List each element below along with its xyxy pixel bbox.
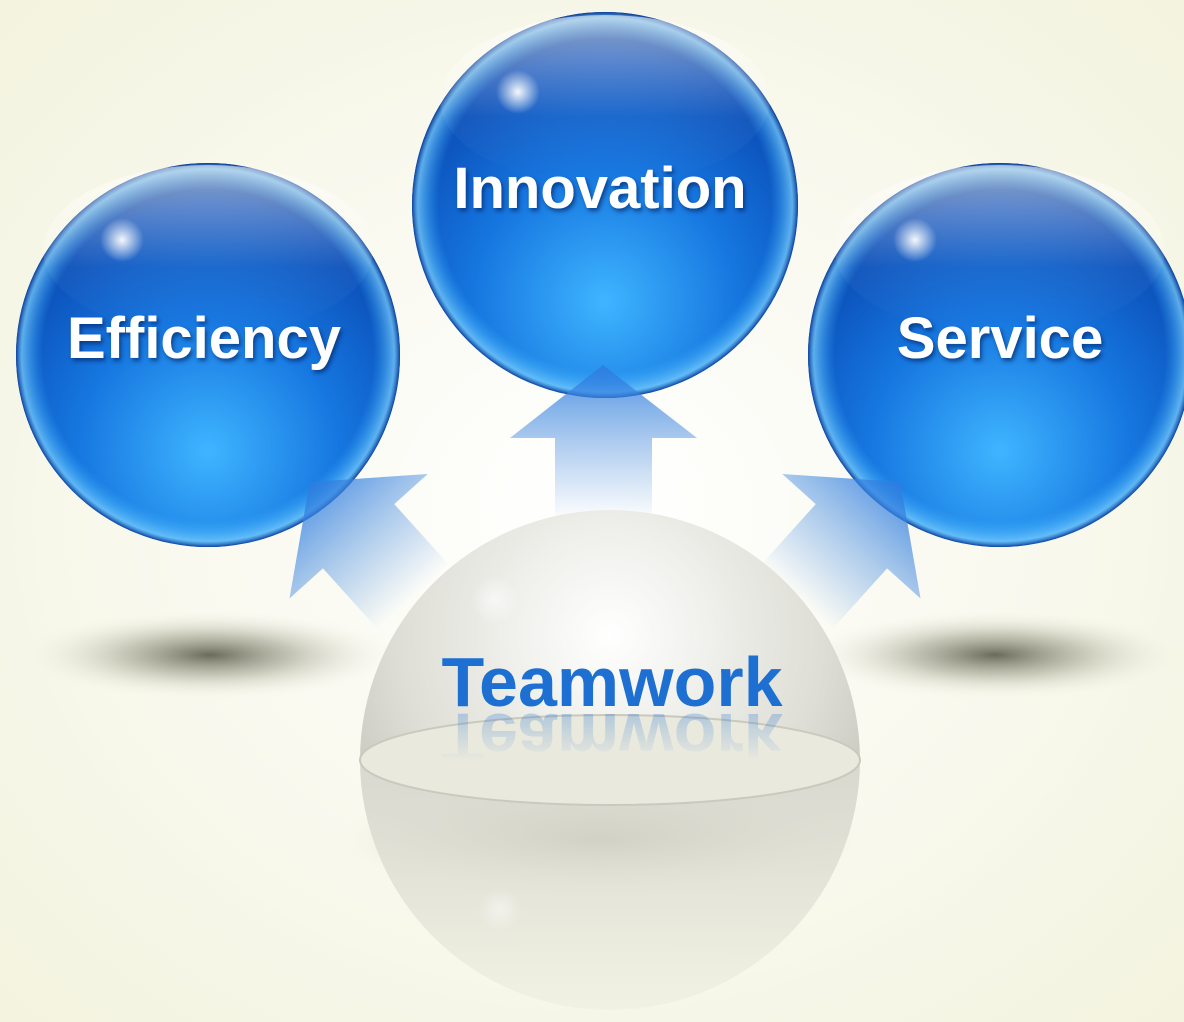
teamwork-base-ellipse <box>359 714 861 806</box>
service-label: Service <box>897 306 1103 371</box>
specular-highlight <box>893 218 937 262</box>
teamwork-node: Teamwork Teamwork <box>359 510 861 1010</box>
right-sphere-shadow <box>805 610 1184 700</box>
specular-highlight <box>471 576 519 624</box>
arrow-to-efficiency <box>289 473 450 630</box>
teamwork-label: Teamwork <box>441 643 782 721</box>
service-node: Service <box>808 163 1184 547</box>
teamwork-reflection <box>360 760 860 1010</box>
left-sphere-shadow <box>20 610 400 700</box>
arrow-to-innovation <box>510 365 697 520</box>
innovation-label: Innovation <box>453 156 746 221</box>
specular-highlight <box>496 70 540 114</box>
teamwork-label-reflection: Teamwork <box>441 699 782 777</box>
efficiency-node: Efficiency <box>16 163 400 547</box>
specular-highlight <box>100 218 144 262</box>
efficiency-label: Efficiency <box>67 306 341 371</box>
arrow-to-service <box>760 473 921 630</box>
innovation-node: Innovation <box>412 12 798 398</box>
